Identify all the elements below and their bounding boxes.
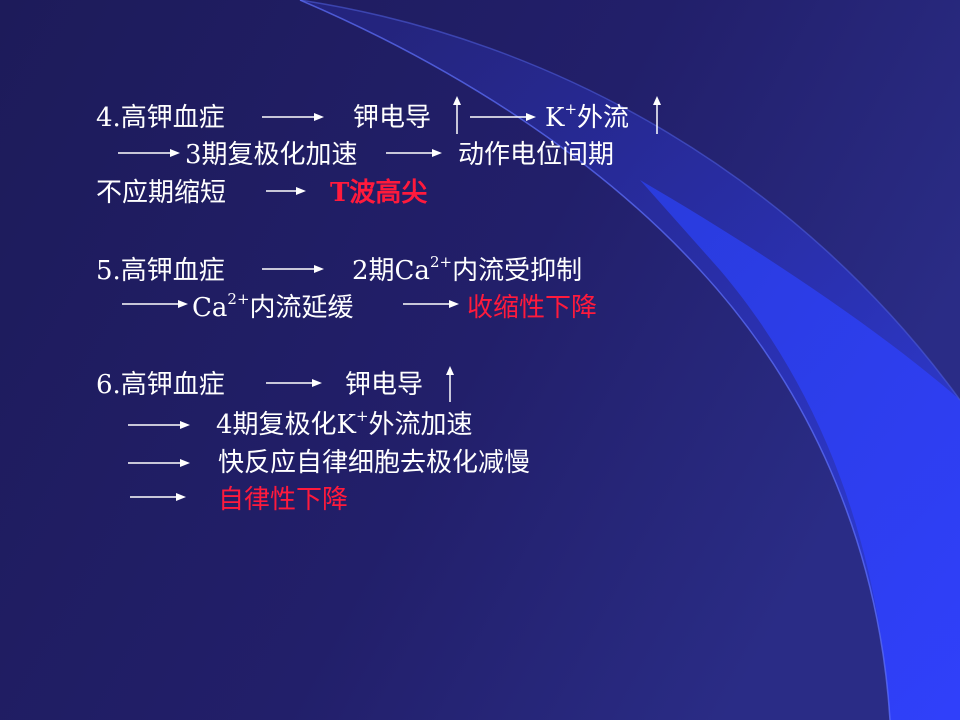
right-arrow-icon bbox=[403, 300, 459, 308]
block6-line2: 4期复极化K+外流加速 bbox=[216, 407, 473, 440]
block4-line2-end: 动作电位间期 bbox=[458, 140, 615, 170]
block6-line1-start: 6.高钾血症 bbox=[96, 370, 225, 400]
up-arrow-icon bbox=[453, 96, 461, 134]
right-arrow-icon bbox=[262, 113, 324, 121]
block5-result: 收缩性下降 bbox=[467, 293, 598, 323]
block5-line1-end: 2期Ca2+内流受抑制 bbox=[352, 253, 583, 286]
block6-line3: 快反应自律细胞去极化减慢 bbox=[218, 448, 531, 478]
right-arrow-icon bbox=[128, 459, 190, 467]
block4-line1-end: K+外流 bbox=[545, 100, 630, 133]
right-arrow-icon bbox=[262, 265, 324, 273]
block6-line1-end: 钾电导 bbox=[345, 370, 424, 400]
right-arrow-icon bbox=[266, 379, 322, 387]
right-arrow-icon bbox=[130, 493, 186, 501]
block5-line1-start: 5.高钾血症 bbox=[96, 256, 225, 286]
background-swoosh-bright bbox=[640, 180, 960, 720]
right-arrow-icon bbox=[266, 187, 306, 195]
block4-line1-mid: 钾电导 bbox=[353, 103, 432, 133]
right-arrow-icon bbox=[470, 113, 536, 121]
block4-result: T波高尖 bbox=[330, 178, 428, 208]
right-arrow-icon bbox=[122, 300, 188, 308]
right-arrow-icon bbox=[128, 421, 190, 429]
right-arrow-icon bbox=[118, 149, 180, 157]
block6-result: 自律性下降 bbox=[218, 485, 349, 515]
up-arrow-icon bbox=[446, 366, 454, 402]
block4-line2-start: 3期复极化加速 bbox=[185, 140, 358, 170]
right-arrow-icon bbox=[386, 149, 442, 157]
block4-line1-start: 4.高钾血症 bbox=[96, 103, 225, 133]
block4-line3-start: 不应期缩短 bbox=[96, 178, 227, 208]
block5-line2-start: Ca2+内流延缓 bbox=[192, 290, 354, 323]
up-arrow-icon bbox=[653, 96, 661, 134]
